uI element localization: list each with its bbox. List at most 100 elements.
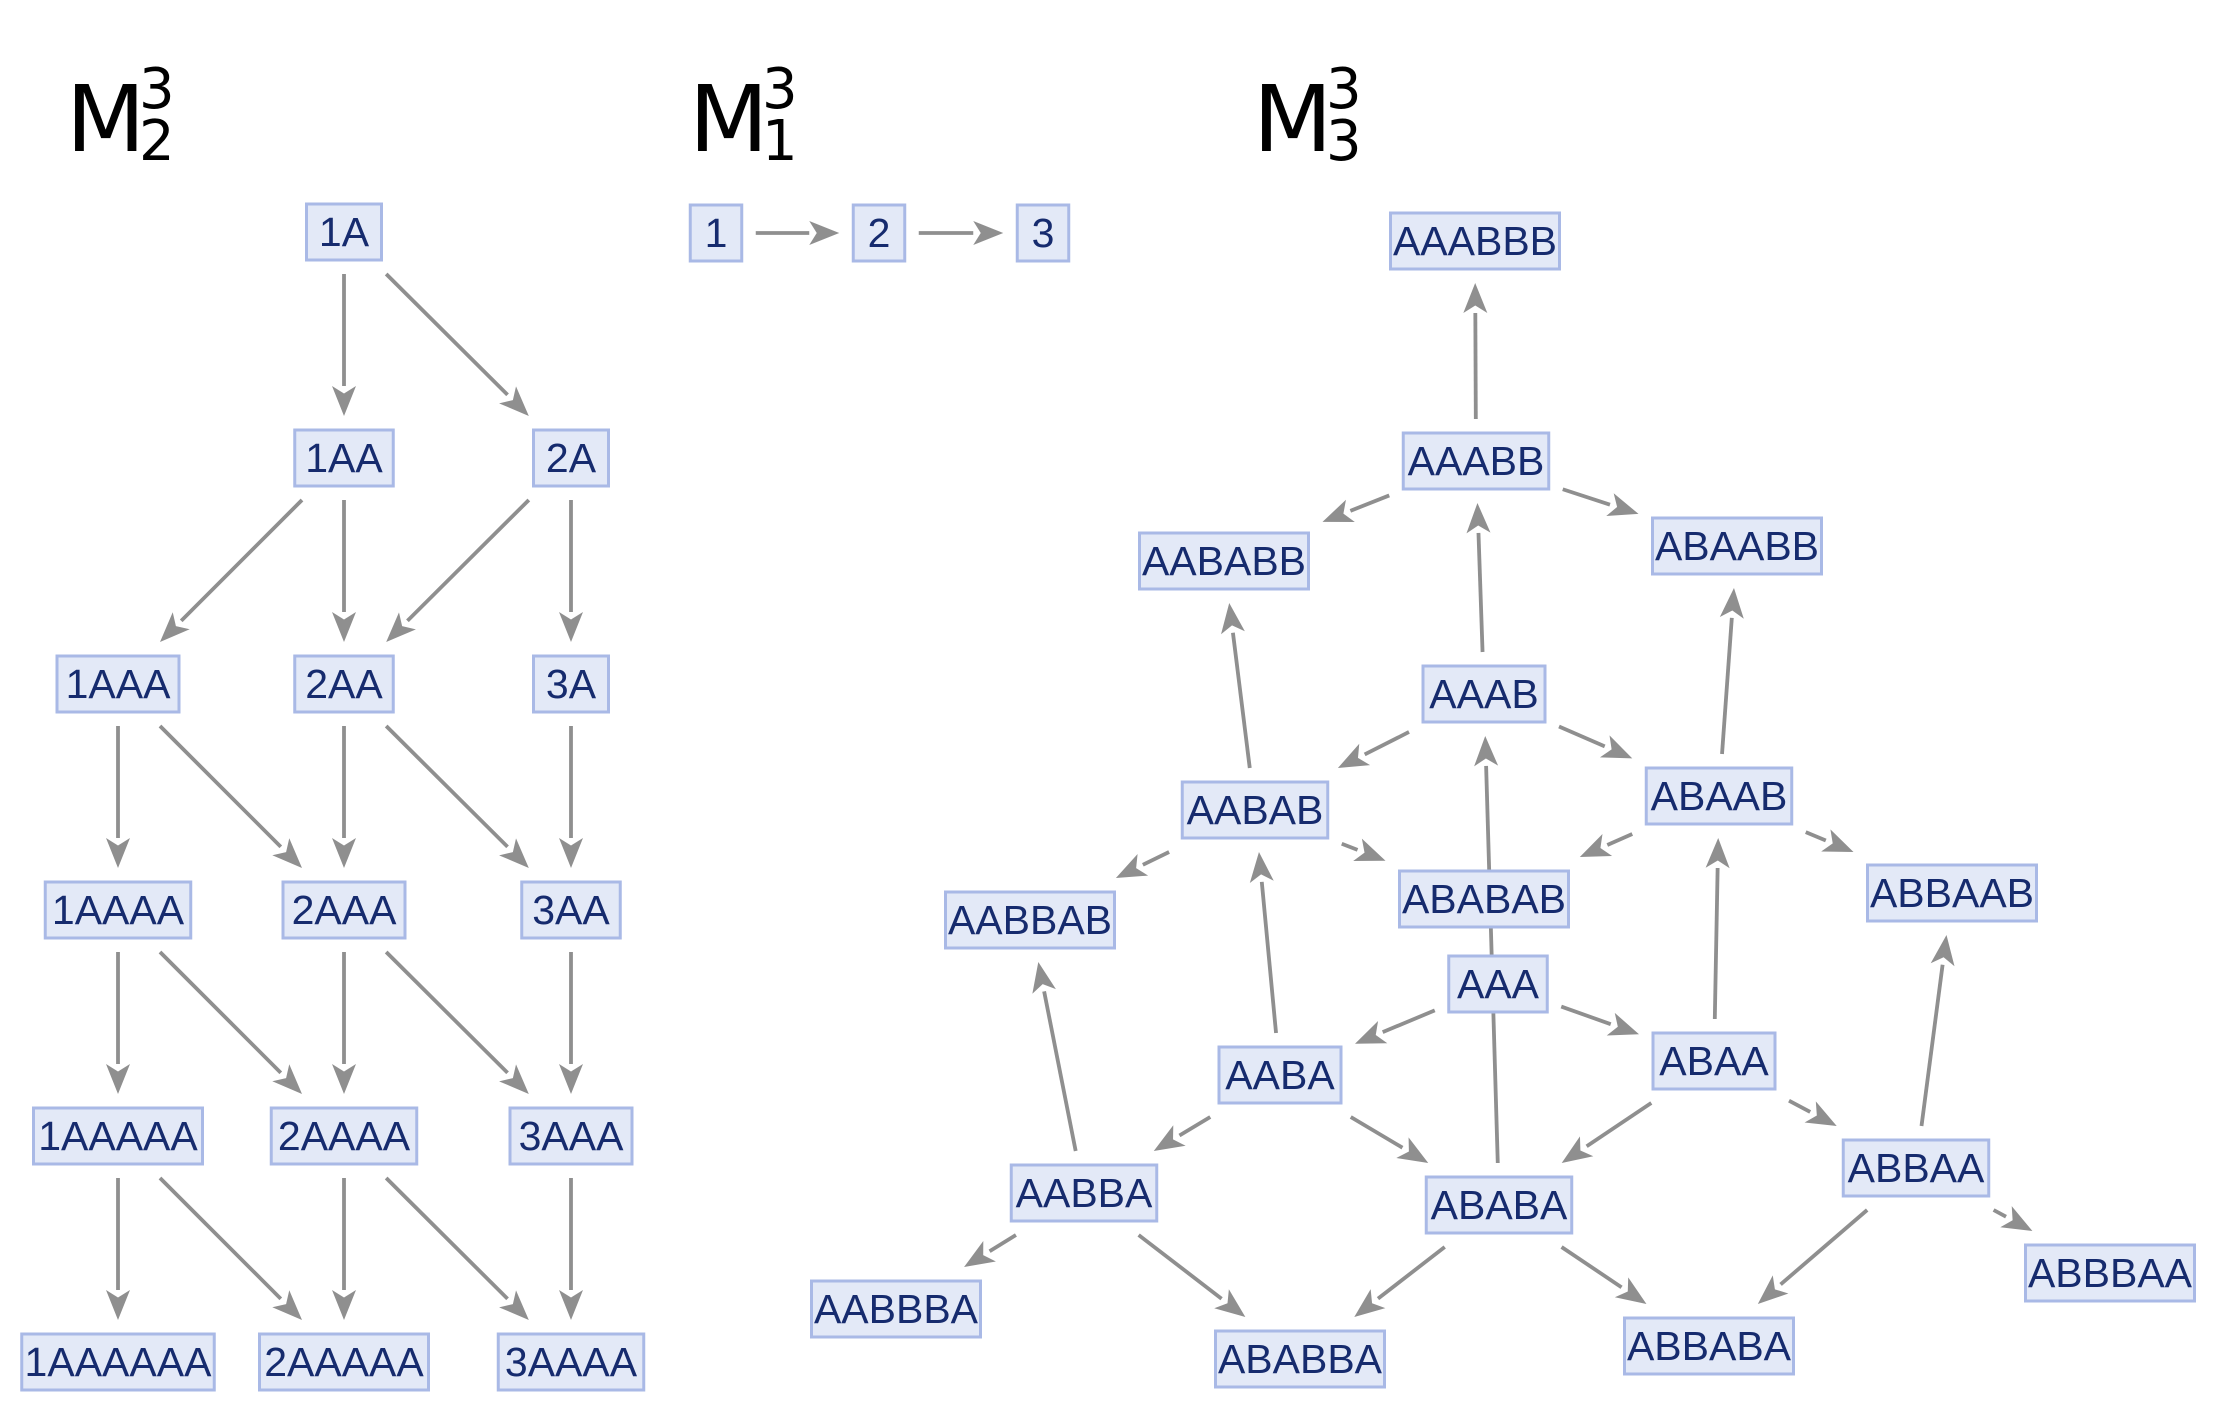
edge-AABBA-to-AABBAB (1042, 991, 1078, 1152)
arrowhead-2AA-to-3AA (499, 838, 529, 868)
node-label: 2A (546, 435, 597, 481)
title-subscript: 3 (1326, 109, 1362, 174)
node-2AAA: 2AAA (281, 880, 407, 940)
node-label: 2AAA (292, 887, 397, 933)
edge-2A-to-2AA (406, 498, 531, 623)
edge-AABAB-to-ABABAB (1341, 841, 1359, 852)
arrowhead-3AA-to-3AAA (559, 1064, 583, 1094)
node-box (688, 203, 744, 263)
arrowhead-ABABA-to-ABABBA (1354, 1289, 1386, 1317)
node-label: 3AAA (519, 1113, 624, 1159)
node-ABBAAB: ABBAAB (1866, 863, 2038, 923)
edge-ABABA-to-ABABBA (1376, 1245, 1446, 1301)
node-box (520, 880, 622, 940)
node-label: ABABAB (1402, 876, 1566, 922)
node-box (1214, 1329, 1386, 1389)
edge-AAAB-to-AAABB (1476, 532, 1485, 653)
edge-ABBAA-to-ABBAAB (1919, 964, 1945, 1127)
node-AAAB: AAAB (1421, 664, 1547, 724)
arrowhead-2AAA-to-2AAAA (332, 1064, 356, 1094)
node-box (293, 428, 395, 488)
node-label: 3AAAA (505, 1339, 638, 1385)
node-2AA: 2AA (293, 654, 395, 714)
node-box (1651, 516, 1823, 576)
node-box (1623, 1316, 1795, 1376)
arrowhead-1AAAAA-to-2AAAAA (272, 1290, 302, 1320)
title-subscript: 2 (139, 109, 175, 174)
node-AABABB: AABABB (1138, 531, 1310, 591)
node-AABBA: AABBA (1009, 1163, 1159, 1223)
node-label: 1AAAA (52, 887, 185, 933)
node-label: AABABB (1142, 538, 1306, 584)
arrowhead-1AA-to-1AAA (160, 612, 190, 642)
arrowhead-ABAA-to-ABBAA (1804, 1101, 1837, 1126)
node-label: 1 (705, 210, 728, 256)
arrowhead-ABAAB-to-ABABAB (1579, 833, 1613, 857)
arrowhead-ABAA-to-ABABA (1561, 1136, 1594, 1163)
title-base: M (1253, 66, 1333, 173)
node-box (293, 654, 395, 714)
node-label: ABBAA (1848, 1145, 1985, 1191)
node-label: ABAA (1659, 1038, 1769, 1084)
arrowhead-2AAAA-to-3AAAA (499, 1290, 529, 1320)
title-subscript: 1 (762, 109, 798, 174)
node-box (305, 202, 383, 262)
node-label: 3 (1032, 210, 1055, 256)
edge-ABAA-to-ABBAA (1788, 1099, 1812, 1114)
node-box (1644, 766, 1794, 826)
node-label: AABAB (1187, 787, 1324, 833)
node-ABABAB: ABABAB (1398, 869, 1570, 929)
arrowhead-ABBAA-to-ABBAAB (1930, 935, 1955, 967)
arrowhead-AABA-to-ABABA (1396, 1137, 1429, 1163)
edge-AAABB-to-AABABB (1349, 493, 1390, 513)
title-m-3-1: M 3 1 (689, 62, 798, 170)
edge-ABABA-to-ABBABA (1560, 1245, 1623, 1289)
arrowhead-AAABB-to-ABAABB (1606, 493, 1639, 517)
node-label: 1A (319, 209, 370, 255)
node-AAABBB: AAABBB (1389, 211, 1561, 271)
edge-ABBAA-to-ABBBAA (1992, 1208, 2007, 1219)
node-ABAA: ABAA (1651, 1031, 1777, 1091)
edge-AABBA-to-ABABBA (1137, 1233, 1223, 1301)
node-label: 1AAAAA (38, 1113, 198, 1159)
node-ABAABB: ABAABB (1651, 516, 1823, 576)
arrowhead-AABAB-to-AABABB (1221, 603, 1245, 635)
edge-2AAAA-to-3AAAA (384, 1176, 509, 1301)
node-box (532, 654, 610, 714)
node-2AAAAA: 2AAAAA (258, 1332, 430, 1392)
edge-ABAA-to-ABAAB (1712, 867, 1720, 1020)
node-AABAB: AABAB (1180, 780, 1330, 840)
arrowhead-1AAAA-to-1AAAAA (106, 1064, 130, 1094)
node-ABABA: ABABA (1424, 1175, 1574, 1235)
node-box (1421, 664, 1547, 724)
edge-ABBAA-to-ABBABA (1779, 1208, 1869, 1286)
node-label: ABBBAA (2028, 1250, 2193, 1296)
edge-ABAAB-to-ABBAAB (1805, 830, 1827, 843)
arrowhead-2-to-3 (973, 221, 1004, 245)
edges-layer (106, 221, 2033, 1320)
title-base: M (66, 66, 146, 173)
arrowhead-ABABA-to-ABBABA (1614, 1277, 1647, 1304)
edge-AABA-to-ABABA (1349, 1115, 1404, 1150)
edge-AABAB-to-AABBAB (1142, 850, 1170, 867)
arrowhead-1-to-2 (809, 221, 840, 245)
node-label: 1AA (305, 435, 383, 481)
node-label: 2 (868, 210, 891, 256)
node-box (1398, 869, 1570, 929)
edge-1AAA-to-2AAA (158, 724, 283, 849)
edge-2AAA-to-3AAA (384, 950, 509, 1075)
node-label: 1AAA (66, 661, 171, 707)
edge-ABAA-to-ABABA (1585, 1101, 1653, 1148)
node-3AAAA: 3AAAA (496, 1332, 646, 1392)
node-label: ABABBA (1218, 1336, 1383, 1382)
node-label: AAAB (1429, 671, 1538, 717)
node-2: 2 (851, 203, 907, 263)
arrowhead-AAABB-to-AABABB (1322, 499, 1355, 523)
node-box (1447, 954, 1549, 1014)
arrowhead-AABA-to-AABBA (1153, 1125, 1186, 1151)
title-superscript: 3 (762, 57, 798, 122)
node-label: ABABA (1431, 1182, 1568, 1228)
node-AABBBA: AABBBA (810, 1279, 982, 1339)
